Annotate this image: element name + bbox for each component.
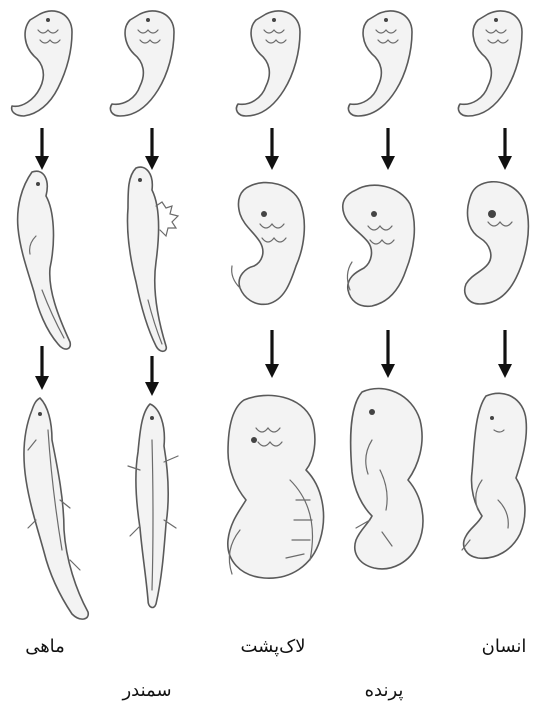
label-human: انسان <box>482 636 527 657</box>
arrow-bird-2 <box>381 330 395 378</box>
arrow-human-1 <box>498 128 512 170</box>
bird-embryo-middle <box>343 185 415 306</box>
label-salamander: سمندر <box>122 680 171 701</box>
human-embryo-middle <box>465 182 529 304</box>
fish-embryo-early <box>12 11 72 116</box>
arrow-salamander-1 <box>145 128 159 170</box>
arrow-bird-1 <box>381 128 395 170</box>
arrow-salamander-2 <box>145 356 159 396</box>
fish-embryo-middle <box>18 171 71 349</box>
turtle-embryo-middle <box>232 183 305 305</box>
arrow-fish-2 <box>35 346 49 390</box>
salamander-embryo-late <box>128 404 178 607</box>
turtle-embryo-late <box>228 395 324 578</box>
human-embryo-early <box>458 11 522 116</box>
arrow-human-2 <box>498 330 512 378</box>
label-turtle: لاک‌پشت <box>240 636 305 657</box>
bird-embryo-late <box>351 388 423 568</box>
fish-embryo-late <box>24 398 88 619</box>
arrow-fish-1 <box>35 128 49 170</box>
label-bird: پرنده <box>365 680 404 701</box>
turtle-embryo-early <box>236 11 300 116</box>
arrow-turtle-2 <box>265 330 279 378</box>
human-embryo-late <box>462 393 526 558</box>
bird-embryo-early <box>348 11 412 116</box>
salamander-embryo-middle <box>127 167 178 351</box>
salamander-embryo-early <box>110 11 174 116</box>
label-fish: ماهی <box>25 636 65 657</box>
arrow-turtle-1 <box>265 128 279 170</box>
